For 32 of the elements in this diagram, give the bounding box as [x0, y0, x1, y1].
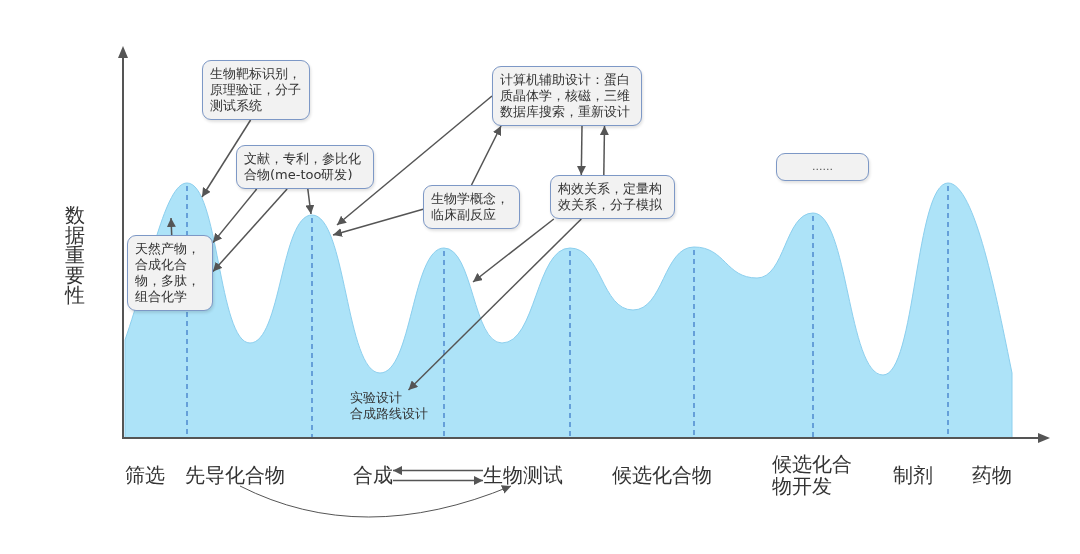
callout-box: ......: [776, 153, 869, 181]
arrow: [212, 188, 258, 244]
annotation-text: 实验设计 合成路线设计: [350, 390, 428, 422]
stage-label: 候选化合物开发: [772, 453, 853, 497]
stage-label: 制剂: [893, 464, 933, 486]
arrow: [576, 125, 586, 176]
arrow: [201, 119, 252, 198]
arrow: [332, 208, 424, 237]
arrow: [305, 188, 315, 215]
arrow: [212, 188, 288, 273]
callout-box: 生物学概念，临床副反应: [423, 185, 520, 229]
callout-box: 天然产物，合成化合物，多肽，组合化学: [127, 235, 213, 311]
arrow: [392, 466, 484, 476]
stage-label: 候选化合物: [612, 464, 712, 486]
arrow: [392, 476, 484, 485]
stage-label: 药物: [972, 464, 1012, 486]
callout-box: 生物靶标识别，原理验证，分子测试系统: [202, 60, 310, 120]
axis-title: 数据重要性: [64, 205, 85, 305]
arrow: [599, 125, 609, 176]
stage-label: 生物测试: [483, 464, 563, 486]
stage-label: 筛选: [125, 464, 165, 486]
stage-label: 合成: [353, 464, 393, 486]
callout-box: 构效关系，定量构效关系，分子模拟: [550, 175, 675, 219]
callout-box: 文献，专利，参比化合物(me-too研发): [236, 145, 374, 189]
callout-box: 计算机辅助设计：蛋白质晶体学，核磁，三维数据库搜索，重新设计: [492, 66, 642, 126]
arrow: [166, 217, 176, 236]
stage-label: 先导化合物: [185, 464, 285, 486]
curved-arrow: [239, 485, 512, 518]
arrow: [336, 95, 493, 226]
arrow: [407, 218, 583, 391]
arrow: [470, 125, 502, 186]
arrow: [472, 218, 555, 283]
